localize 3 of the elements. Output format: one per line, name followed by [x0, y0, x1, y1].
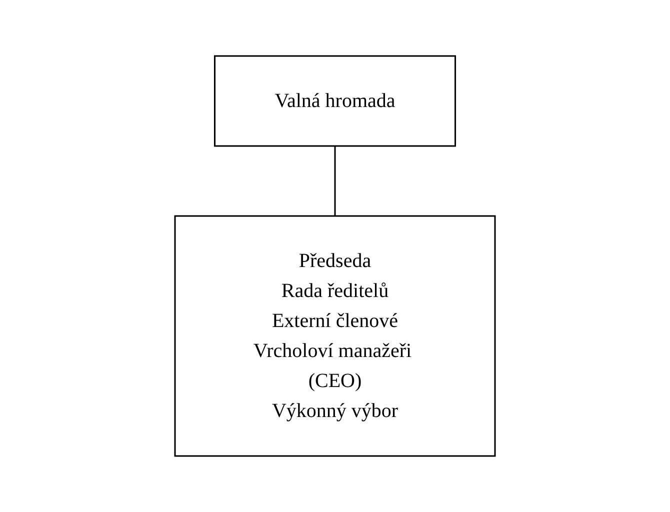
- node-box: Předseda Rada ředitelů Externí členové Vrcholoví manažeři (CEO) Výkonný výbor: [174, 215, 496, 457]
- connector: [334, 146, 336, 216]
- node-box: Valná hromada: [214, 55, 456, 147]
